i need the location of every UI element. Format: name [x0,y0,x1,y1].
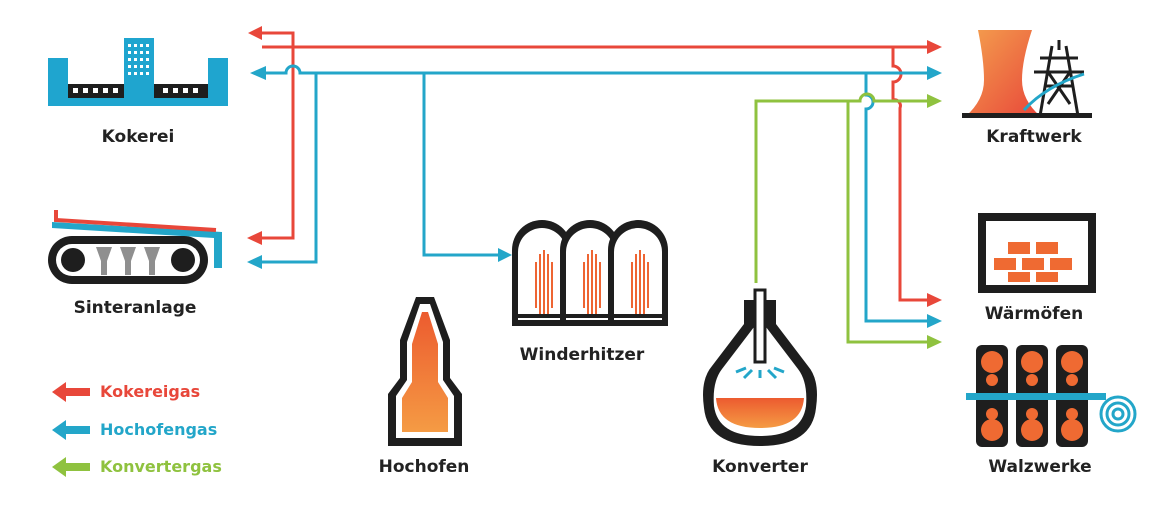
winderhitzer-icon [512,220,668,326]
label-sinteranlage: Sinteranlage [73,298,197,318]
label-kokerei: Kokerei [101,127,175,147]
legend-arrows [52,382,90,477]
kokerei-icon [48,38,228,106]
legend-arrow-kokereigas [52,382,90,402]
label-konverter: Konverter [712,457,808,477]
arrow-walzwerke-green [927,335,942,349]
label-waermoefen: Wärmöfen [984,304,1084,324]
arrow-winderhitzer-cyan [498,248,512,262]
legend-label-kokereigas: Kokereigas [100,382,201,401]
konvertergas-pipes [754,92,935,344]
konverter-icon [703,288,817,446]
kraftwerk-icon [962,30,1092,118]
arrow-sinter-cyan [247,255,262,269]
arrow-kokerei-red [248,26,262,40]
arrow-waermoefen-red [927,293,942,307]
label-kraftwerk: Kraftwerk [986,127,1082,147]
sinteranlage-icon [48,207,222,284]
hochofen-icon [388,297,462,446]
walzwerke-icon [966,345,1137,447]
label-winderhitzer: Winderhitzer [519,345,645,365]
legend-arrow-hochofengas [52,420,90,440]
arrow-kokerei-cyan [250,66,266,80]
arrow-kraftwerk-green [927,94,942,108]
arrowheads [247,26,942,349]
arrow-kraftwerk-red [927,40,942,54]
label-walzwerke: Walzwerke [988,457,1092,477]
arrow-waermoefen-cyan [927,314,942,328]
kokereigas-pipes [262,31,935,302]
arrow-sinter-red [247,231,262,245]
legend-label-hochofengas: Hochofengas [100,420,218,439]
legend-arrow-konvertergas [52,457,90,477]
legend-label-konvertergas: Konvertergas [100,457,222,476]
arrow-kraftwerk-cyan [927,66,942,80]
label-hochofen: Hochofen [378,457,470,477]
waermoefen-icon [978,213,1096,293]
